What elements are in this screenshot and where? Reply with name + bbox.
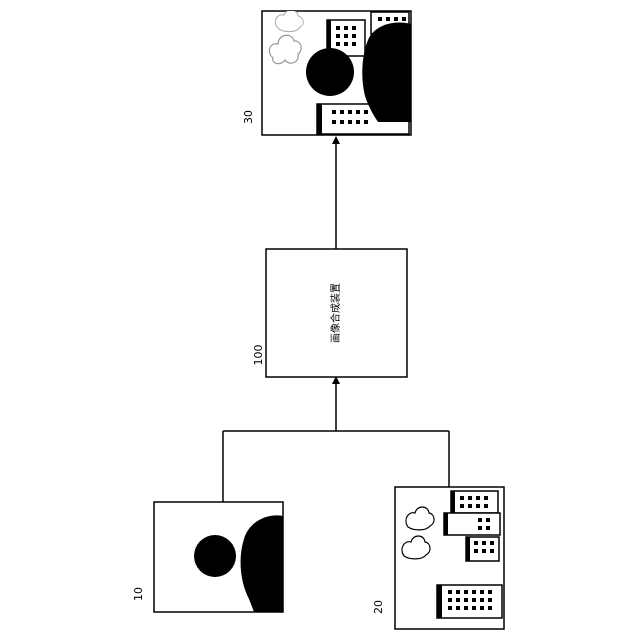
ref-label-10: 10 — [132, 587, 145, 601]
ref-label-30: 30 — [242, 110, 255, 124]
input-image-person — [154, 502, 283, 612]
building-icon — [466, 537, 499, 561]
person-body-icon — [362, 23, 411, 123]
output-image-composite — [262, 10, 411, 135]
synthesis-device-box: 画像合成装置 — [266, 249, 407, 377]
person-head-icon — [194, 535, 236, 577]
ref-label-20: 20 — [372, 600, 385, 614]
person-head-icon — [306, 48, 354, 96]
ref-label-100: 100 — [252, 345, 265, 366]
device-label: 画像合成装置 — [329, 283, 342, 343]
input-image-city — [395, 487, 504, 629]
building-icon — [444, 513, 500, 535]
building-icon — [451, 491, 498, 513]
building-icon — [437, 585, 502, 618]
